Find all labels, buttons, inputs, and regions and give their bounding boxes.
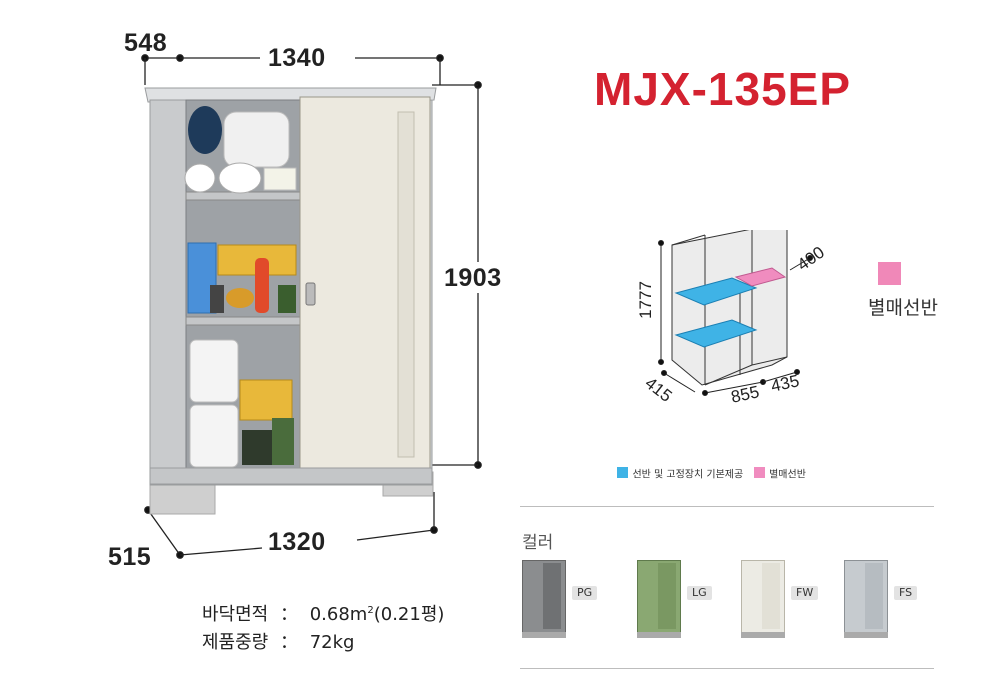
shed-shelf-2 xyxy=(185,316,301,326)
legend-swatch-basic xyxy=(617,467,628,479)
model-title: MJX-135EP xyxy=(594,63,852,115)
color-code-pg: PG xyxy=(572,586,598,600)
top-depth-label: 548 xyxy=(124,29,168,57)
top-width-label: 1340 xyxy=(268,44,326,72)
color-section-title: 컬러 xyxy=(522,533,554,553)
spec-floor-area: 바닥면적 ： 0.68m2(0.21평) xyxy=(202,604,445,625)
shelf-height-label: 1777 xyxy=(635,281,655,319)
legend-label-basic: 선반 및 고정장치 기본제공 xyxy=(632,469,744,481)
spec-weight-value: 72kg xyxy=(309,632,355,653)
shelf-diagram xyxy=(658,230,813,396)
optional-shelf-swatch xyxy=(878,262,901,285)
spec-floor-area-pyeong: (0.21평) xyxy=(373,604,445,625)
legend-swatch-optional xyxy=(753,467,765,479)
legend: 선반 및 고정장치 기본제공 별매선반 xyxy=(617,464,806,482)
spec-weight-label: 제품중량 xyxy=(202,632,269,653)
spec-floor-area-label: 바닥면적 xyxy=(202,604,269,625)
shed-left-pillar xyxy=(149,99,187,486)
spec-weight: 제품중량 ： 72kg xyxy=(202,632,355,653)
legend-label-optional: 별매선반 xyxy=(769,469,806,481)
dimension-lines xyxy=(141,54,482,559)
spec-floor-area-value: 0.68m xyxy=(309,604,368,625)
shelf-basic-lower xyxy=(674,319,758,348)
shelf-basic-upper xyxy=(674,277,758,306)
color-code-lg: LG xyxy=(687,586,712,600)
color-code-fs: FS xyxy=(894,586,918,600)
door-handle-icon xyxy=(305,282,316,306)
color-section-top-rule xyxy=(520,506,934,507)
color-code-fw: FW xyxy=(791,586,819,600)
height-label: 1903 xyxy=(444,264,502,292)
shelf-optional xyxy=(734,267,787,287)
optional-shelf-label: 별매선반 xyxy=(868,297,938,319)
base-width-label: 1320 xyxy=(268,528,326,556)
base-depth-label: 515 xyxy=(108,543,152,571)
color-section-bottom-rule xyxy=(520,668,934,669)
shed-illustration xyxy=(141,54,482,559)
